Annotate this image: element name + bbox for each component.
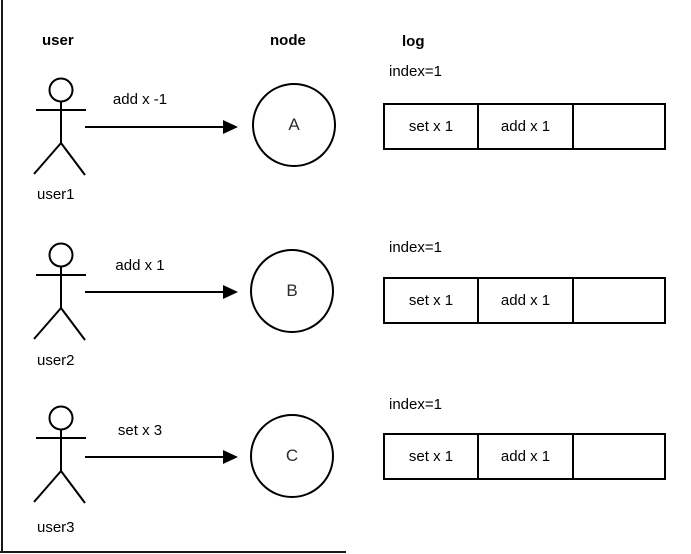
user1-to-nodeA-arrow (85, 120, 238, 134)
user2-stick-figure-icon (33, 242, 86, 341)
user1-stick-figure-icon (33, 77, 86, 176)
node-B-circle: B (250, 249, 334, 333)
log-cell: set x 1 (385, 435, 479, 478)
log-index-row3: index=1 (389, 396, 442, 413)
node-A-circle: A (252, 83, 336, 167)
log-cell-empty (574, 279, 664, 322)
log-index-row2: index=1 (389, 239, 442, 256)
log-row1: set x 1 add x 1 (383, 103, 666, 150)
node-B-label: B (286, 281, 298, 300)
log-cell-empty (574, 435, 664, 478)
user3-to-nodeC-arrow (85, 450, 238, 464)
log-cell: add x 1 (479, 435, 574, 478)
column-header-user: user (42, 32, 74, 49)
column-header-node: node (270, 32, 306, 49)
message-label-row1: add x -1 (112, 91, 168, 108)
message-label-row2: add x 1 (115, 257, 165, 274)
column-header-log: log (402, 33, 425, 50)
page-left-border (1, 0, 3, 553)
log-index-row1: index=1 (389, 63, 442, 80)
log-cell: add x 1 (479, 279, 574, 322)
node-C-label: C (285, 446, 299, 465)
node-C-circle: C (250, 414, 334, 498)
log-cell: add x 1 (479, 105, 574, 148)
user3-label: user3 (37, 519, 75, 536)
page-bottom-border (0, 551, 346, 553)
user2-label: user2 (37, 352, 75, 369)
log-row3: set x 1 add x 1 (383, 433, 666, 480)
log-cell-empty (574, 105, 664, 148)
node-A-label: A (288, 115, 300, 134)
user3-stick-figure-icon (33, 405, 86, 504)
message-label-row3: set x 3 (117, 422, 163, 439)
log-cell: set x 1 (385, 105, 479, 148)
log-cell: set x 1 (385, 279, 479, 322)
log-row2: set x 1 add x 1 (383, 277, 666, 324)
user1-label: user1 (37, 186, 75, 203)
user2-to-nodeB-arrow (85, 285, 238, 299)
